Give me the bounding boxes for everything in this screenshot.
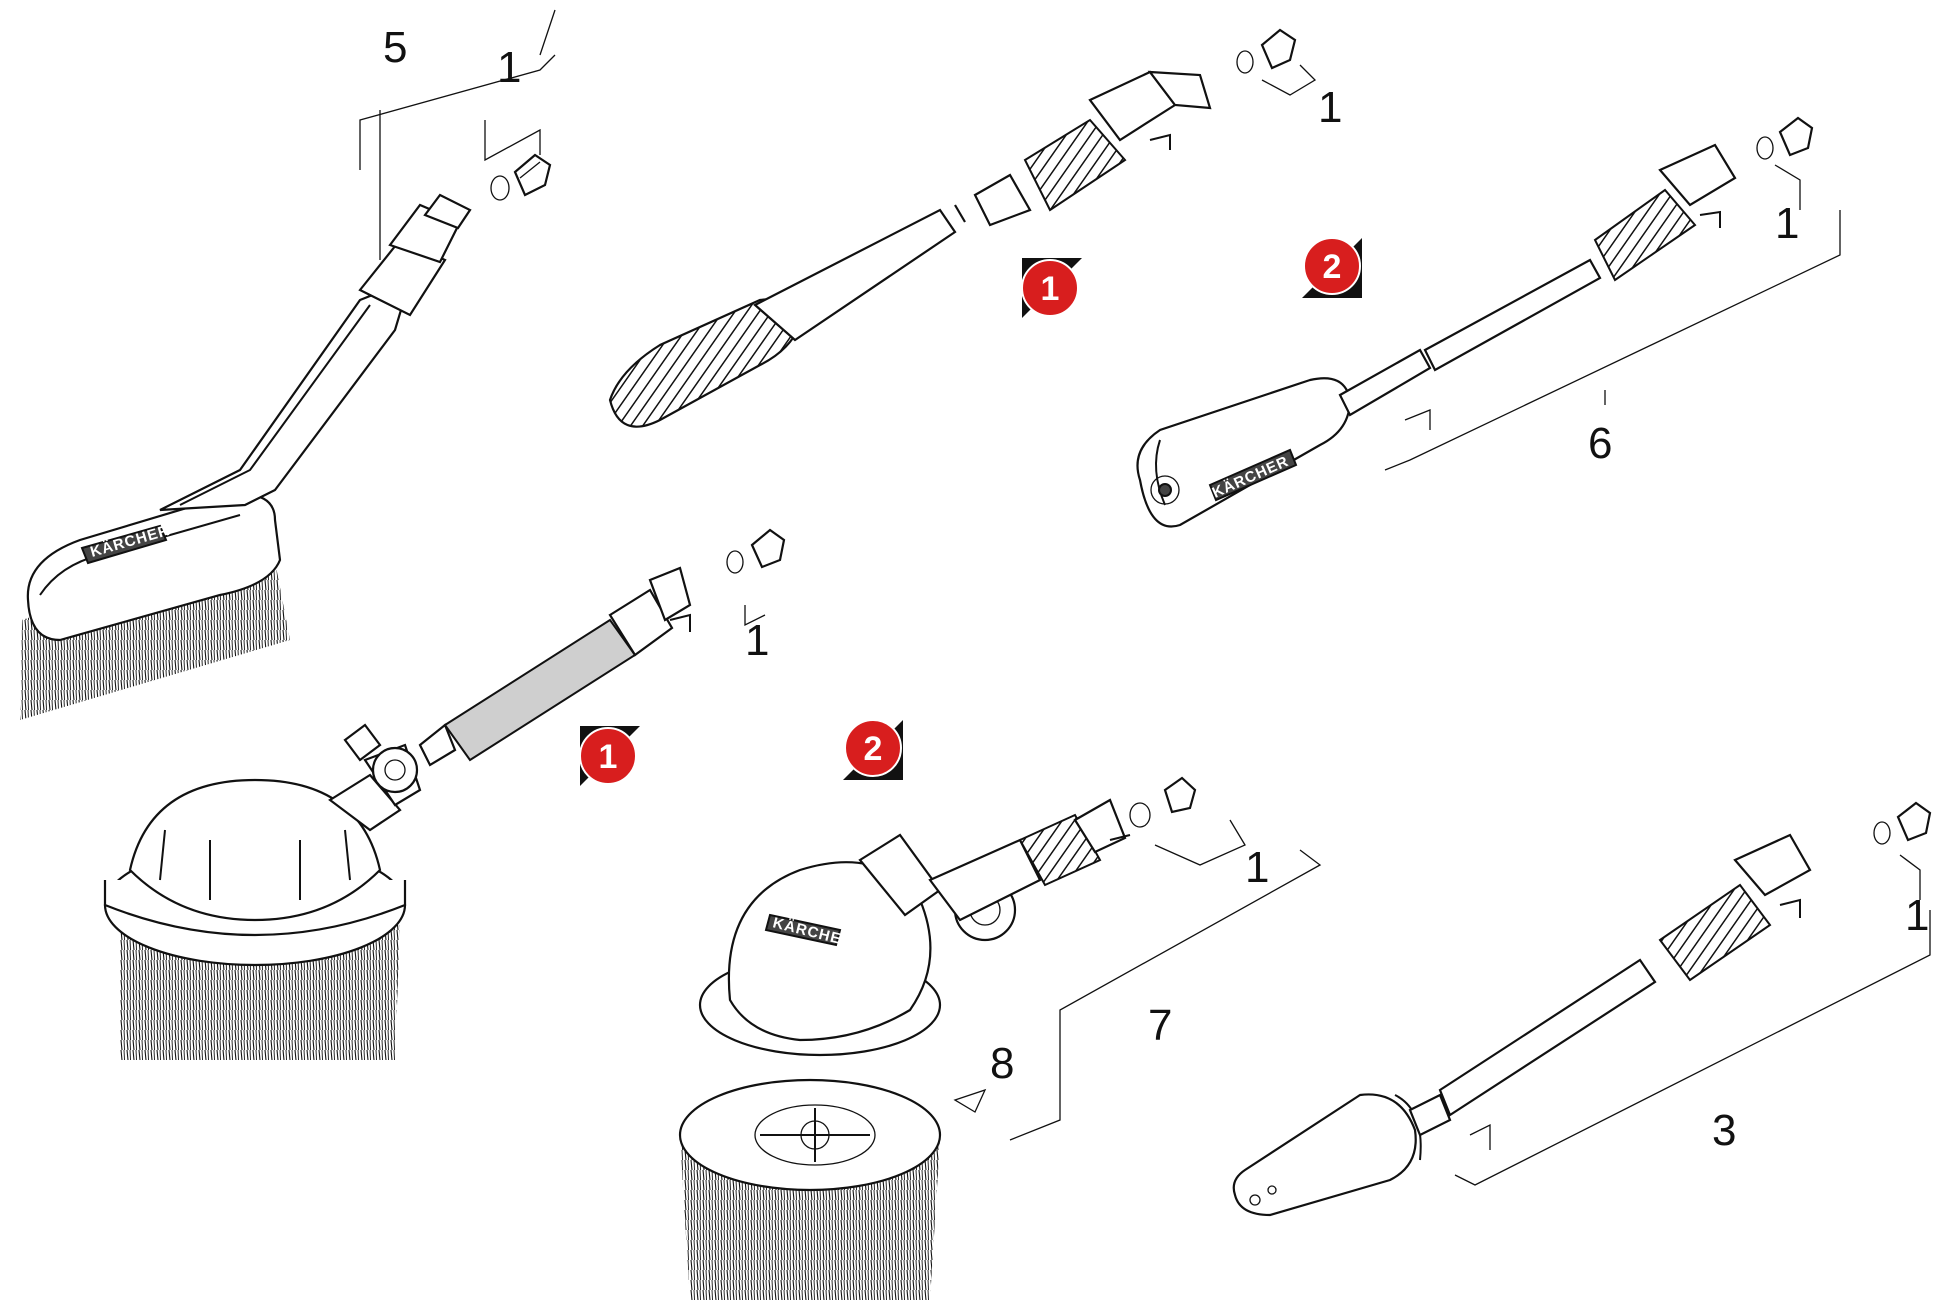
part-label-1-top-lance: 1 bbox=[1318, 83, 1342, 132]
rotating-wash-brush bbox=[103, 528, 786, 1060]
part-label-1-handle-lance: 1 bbox=[1775, 199, 1799, 248]
rotating-brush-part-7-8: KÄRCHER bbox=[678, 776, 1197, 1300]
wash-brush-part-5: KÄRCHER bbox=[20, 153, 552, 720]
badge-1-middle: 1 bbox=[579, 726, 640, 786]
badge-1-top: 1 bbox=[1021, 258, 1082, 318]
badge-2-middle-number: 2 bbox=[864, 730, 883, 768]
rotor-nozzle-part-3 bbox=[1232, 801, 1932, 1217]
badge-1-middle-number: 1 bbox=[599, 738, 618, 776]
part-label-6: 6 bbox=[1588, 419, 1612, 468]
part-label-1-rotating-exploded: 1 bbox=[1245, 843, 1269, 892]
part-label-8: 8 bbox=[990, 1039, 1014, 1088]
badge-1-top-number: 1 bbox=[1041, 270, 1060, 308]
part-label-1-rotating: 1 bbox=[745, 616, 769, 665]
part-label-7: 7 bbox=[1148, 1001, 1172, 1050]
leader-lines bbox=[359, 9, 1931, 1186]
part-label-3: 3 bbox=[1712, 1106, 1736, 1155]
lance-grip-top bbox=[608, 28, 1297, 428]
badge-2-middle: 2 bbox=[843, 719, 903, 780]
badge-2-top-number: 2 bbox=[1323, 248, 1342, 286]
part-label-5: 5 bbox=[383, 23, 407, 72]
badge-2-top: 2 bbox=[1302, 237, 1362, 298]
lance-with-handle-part-6: KÄRCHER bbox=[1136, 116, 1814, 528]
part-label-1-rotor: 1 bbox=[1905, 891, 1929, 940]
part-label-1-brush: 1 bbox=[497, 43, 521, 92]
